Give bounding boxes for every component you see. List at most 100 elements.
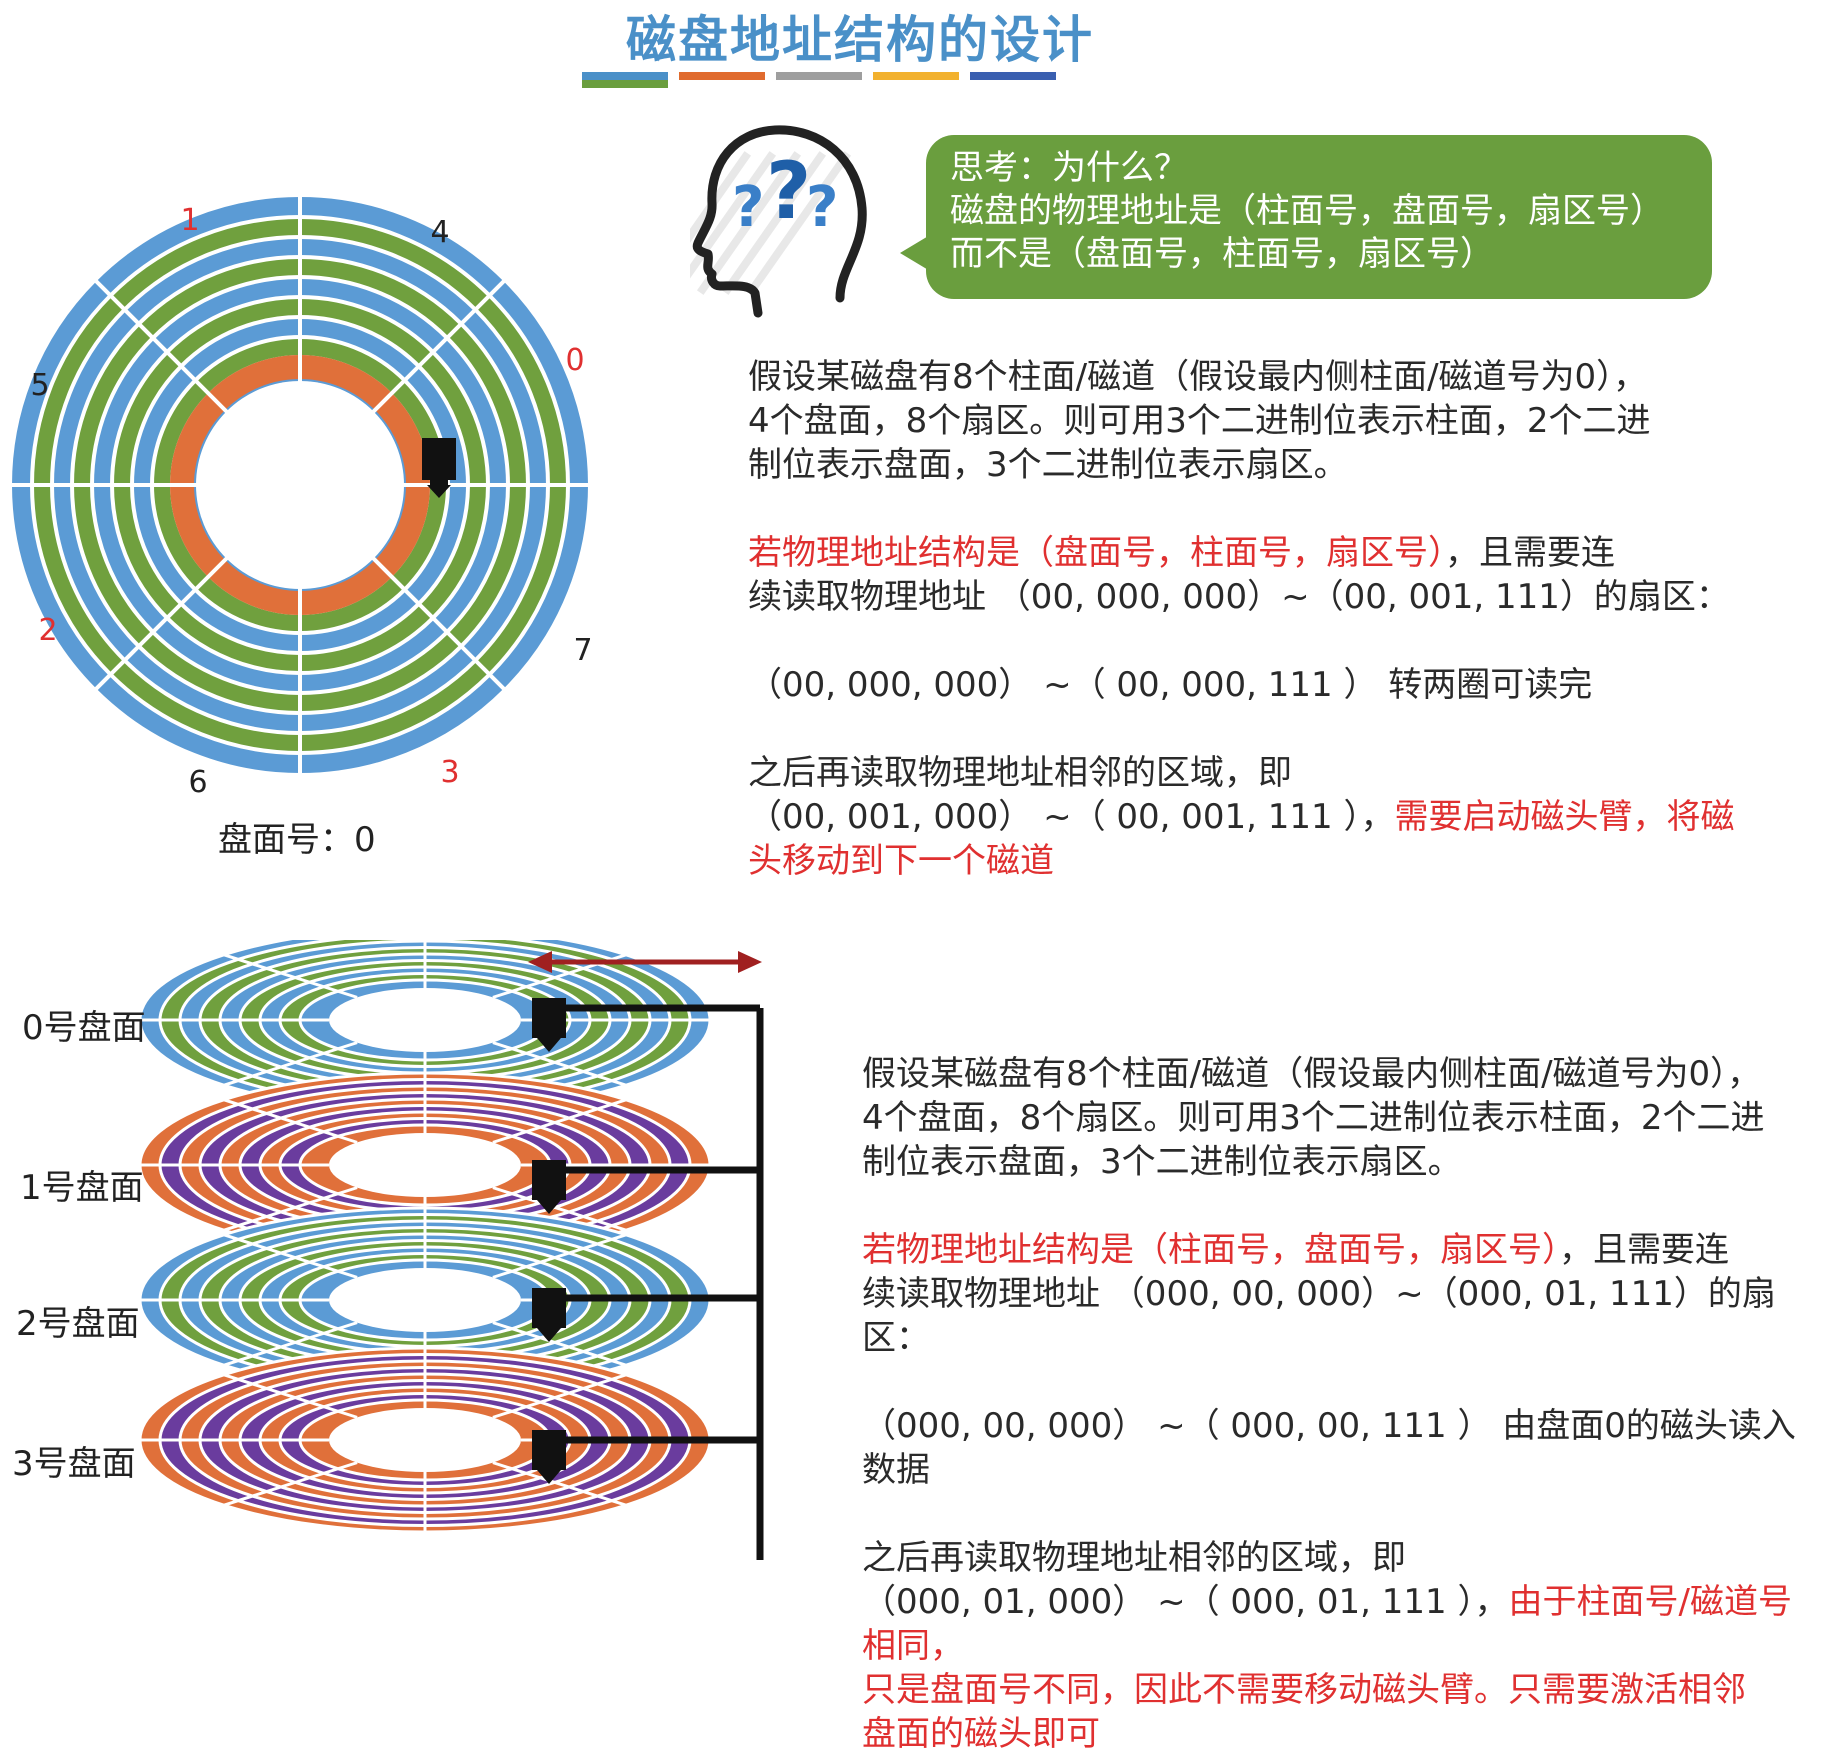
platter-divider [221, 1041, 358, 1088]
s1-p4-black: （00, 001, 000） ~（ 00, 001, 111 ）， [748, 797, 1395, 837]
section2-text: 假设某磁盘有8个柱面/磁道（假设最内侧柱面/磁道号为0）， 4个盘面，8个扇区。… [862, 1052, 1822, 1756]
s2-p2-rest: ，且需要连 [1559, 1230, 1729, 1270]
read-head [422, 438, 456, 480]
s1-p2-line1: 若物理地址结构是（盘面号，柱面号，扇区号），且需要连 [748, 531, 1808, 575]
underline-segment-2 [679, 72, 765, 80]
platter-divider [492, 1321, 629, 1368]
sector-label-3: 3 [440, 755, 459, 790]
s1-p4-line3: 头移动到下一个磁道 [748, 841, 1054, 881]
sector-divider [366, 551, 508, 693]
platter-head-tip-1 [537, 1200, 561, 1214]
platter-head-1 [532, 1160, 566, 1200]
sector-divider [92, 277, 234, 419]
sector-divider [92, 551, 234, 693]
s1-p4-red: 需要启动磁头臂，将磁 [1394, 797, 1735, 837]
read-head-neck [430, 476, 448, 486]
platter-divider [221, 952, 358, 999]
s2-p4-line3: 只是盘面号不同，因此不需要移动磁头臂。只需要激活相邻 [862, 1670, 1746, 1710]
read-head-tip [427, 485, 451, 498]
s2-p4-line4: 盘面的磁头即可 [862, 1714, 1100, 1754]
svg-text:?: ? [806, 175, 838, 240]
s2-p4-line1: 之后再读取物理地址相邻的区域，即 [862, 1538, 1406, 1578]
platter-label-2: 2号盘面 [16, 1304, 140, 1344]
platter-divider [221, 1461, 358, 1508]
platter-head-tip-3 [537, 1470, 561, 1484]
s1-p2-red: 若物理地址结构是（盘面号，柱面号，扇区号） [748, 533, 1445, 573]
section1-text: 假设某磁盘有8个柱面/磁道（假设最内侧柱面/磁道号为0）， 4个盘面，8个扇区。… [748, 355, 1808, 883]
underline-segment-5 [970, 72, 1056, 80]
sector-label-7: 7 [573, 633, 592, 668]
s2-p4-line2: （000, 01, 000） ~（ 000, 01, 111 ），由于柱面号/磁… [862, 1580, 1822, 1668]
bubble-line-2: 磁盘的物理地址是（柱面号，盘面号，扇区号） [950, 191, 1664, 231]
platter-head-3 [532, 1430, 566, 1470]
platter-head-0 [532, 998, 566, 1038]
s1-p2-line2: 续读取物理地址 （00, 000, 000）~（00, 001, 111）的扇区… [748, 577, 1730, 617]
s1-p1-line1: 假设某磁盘有8个柱面/磁道（假设最内侧柱面/磁道号为0）， [748, 357, 1648, 397]
s2-p3: （000, 00, 000） ~（ 000, 00, 111 ） 由盘面0的磁头… [862, 1406, 1796, 1490]
thinking-head-icon: ? ? ? [690, 125, 867, 318]
arm-move-arrow-right [738, 951, 762, 973]
platter-divider [492, 1041, 629, 1088]
s2-p1-line3: 制位表示盘面，3个二进制位表示扇区。 [862, 1142, 1462, 1182]
platter-divider [221, 1097, 358, 1144]
platter-divider [492, 1097, 629, 1144]
s2-p4-red: 由于柱面号/磁道号相同， [862, 1582, 1792, 1666]
platter-0 [138, 940, 712, 1114]
arm-move-arrow-left [528, 951, 552, 973]
sector-label-4: 4 [430, 215, 449, 250]
platter-2 [138, 1206, 712, 1394]
disk-caption: 盘面号：0 [218, 820, 376, 860]
s2-p4-black: （000, 01, 000） ~（ 000, 01, 111 ）， [862, 1582, 1509, 1622]
sector-divider [366, 277, 508, 419]
platter-divider [221, 1372, 358, 1419]
s1-p4-line2: （00, 001, 000） ~（ 00, 001, 111 ），需要启动磁头臂… [748, 795, 1808, 839]
bubble-line-1: 思考：为什么？ [950, 148, 1188, 188]
platter-label-1: 1号盘面 [20, 1168, 144, 1208]
platter-hole [329, 1268, 521, 1332]
s1-p3: （00, 000, 000） ~（ 00, 000, 111 ） 转两圈可读完 [748, 665, 1593, 705]
sector-label-5: 5 [30, 368, 49, 403]
platter-head-2 [532, 1288, 566, 1328]
disk-hole [196, 381, 404, 589]
s1-p1-line3: 制位表示盘面，3个二进制位表示扇区。 [748, 445, 1348, 485]
platter-divider [221, 1186, 358, 1233]
platter-divider [492, 1186, 629, 1233]
sector-label-1: 1 [180, 203, 199, 238]
platter-1 [138, 1071, 712, 1259]
s2-p2-red: 若物理地址结构是（柱面号，盘面号，扇区号） [862, 1230, 1559, 1270]
title-underline [582, 72, 1152, 88]
platter-head-tip-0 [537, 1038, 561, 1052]
svg-text:?: ? [732, 175, 764, 240]
top-disk-diagram: 1 4 0 5 2 7 6 3 [8, 193, 593, 800]
svg-text:?: ? [766, 147, 811, 237]
s2-p2-line2: 续读取物理地址 （000, 00, 000）~（000, 01, 111）的扇区… [862, 1274, 1776, 1358]
s1-p1-line2: 4个盘面，8个扇区。则可用3个二进制位表示柱面，2个二进 [748, 401, 1651, 441]
underline-segment-3 [776, 72, 862, 80]
platter-label-3: 3号盘面 [12, 1444, 136, 1484]
platter-divider [492, 1461, 629, 1508]
platter-hole [329, 1408, 521, 1472]
platter-stack-diagram [138, 940, 764, 1560]
bubble-tail [900, 235, 930, 271]
underline-segment-4 [873, 72, 959, 80]
s1-p4-line1: 之后再读取物理地址相邻的区域，即 [748, 753, 1292, 793]
s1-p2-rest: ，且需要连 [1445, 533, 1615, 573]
s2-p1-line1: 假设某磁盘有8个柱面/磁道（假设最内侧柱面/磁道号为0）， [862, 1054, 1762, 1094]
underline-segment-1 [582, 72, 668, 80]
sector-label-6: 6 [188, 765, 207, 800]
platter-divider [492, 1232, 629, 1279]
platter-divider [221, 1232, 358, 1279]
sector-label-0: 0 [565, 343, 584, 378]
page-title: 磁盘地址结构的设计 [626, 11, 1094, 69]
platter-head-tip-2 [537, 1328, 561, 1342]
underline-segment-6 [582, 80, 668, 88]
platter-label-0: 0号盘面 [22, 1008, 146, 1048]
thought-bubble: 思考：为什么？ 磁盘的物理地址是（柱面号，盘面号，扇区号） 而不是（盘面号，柱面… [926, 135, 1712, 299]
platter-hole [329, 1133, 521, 1197]
s2-p2-line1: 若物理地址结构是（柱面号，盘面号，扇区号），且需要连 [862, 1228, 1822, 1272]
platter-hole [329, 988, 521, 1052]
sector-label-2: 2 [38, 613, 57, 648]
s2-p1-line2: 4个盘面，8个扇区。则可用3个二进制位表示柱面，2个二进 [862, 1098, 1765, 1138]
platter-divider [492, 1372, 629, 1419]
bubble-line-3: 而不是（盘面号，柱面号，扇区号） [950, 234, 1494, 274]
